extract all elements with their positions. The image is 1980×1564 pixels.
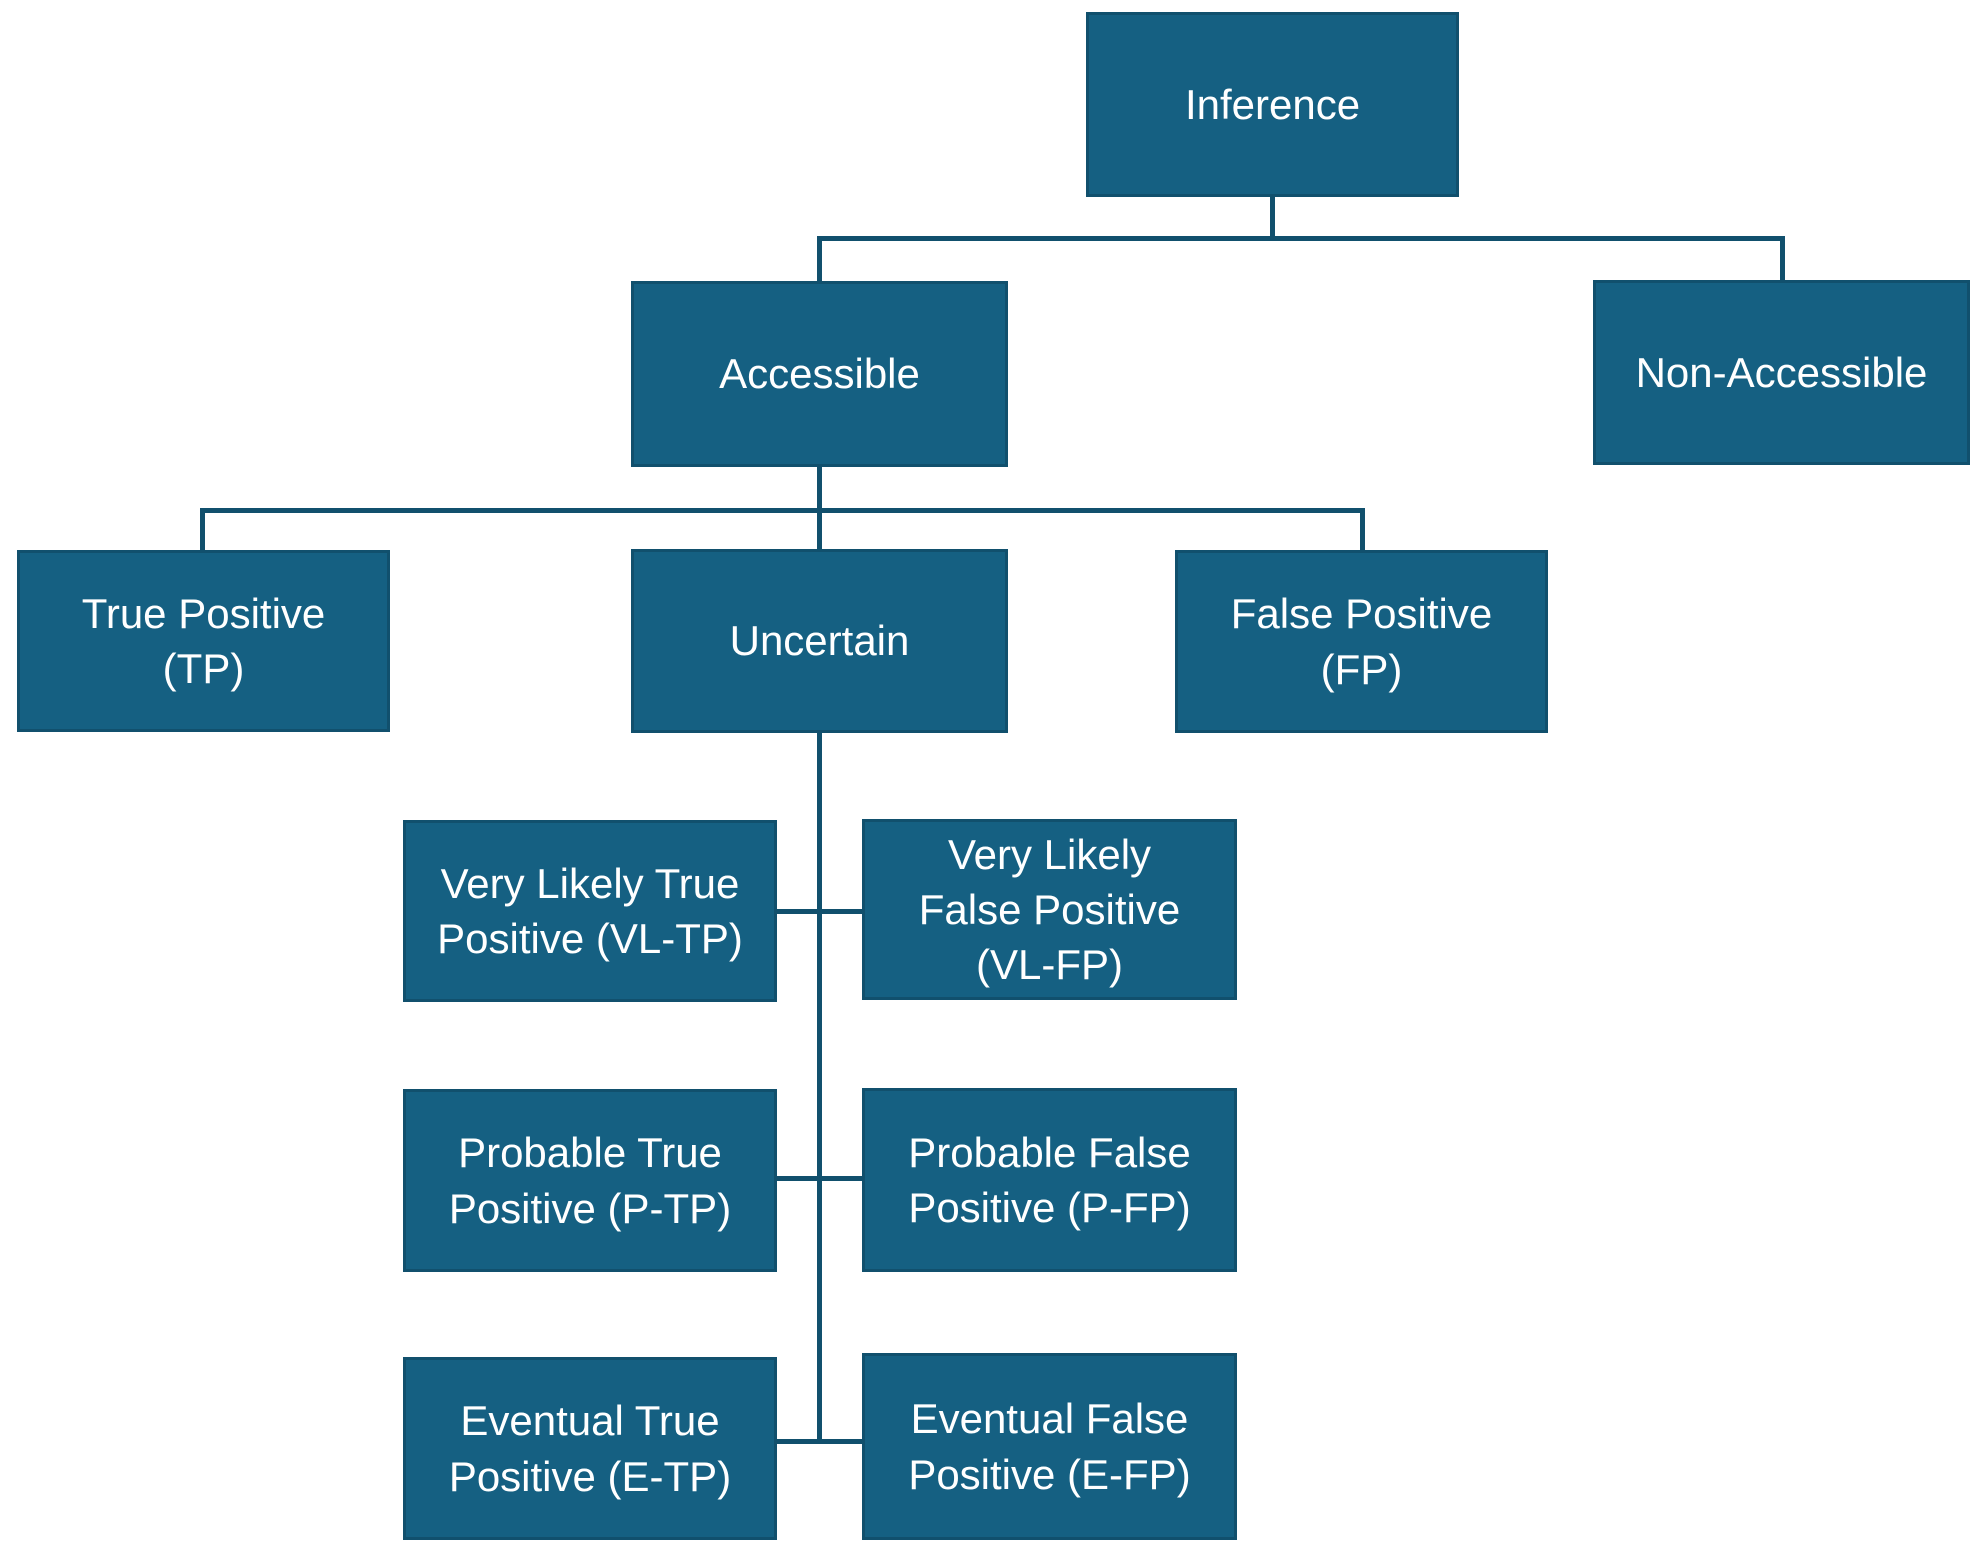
node-false-positive: False Positive (FP) (1175, 550, 1548, 733)
node-true-positive-label: True Positive (TP) (81, 589, 326, 692)
node-non-accessible: Non-Accessible (1593, 280, 1970, 465)
node-e-tp: Eventual True Positive (E-TP) (403, 1357, 777, 1540)
node-accessible: Accessible (631, 281, 1008, 467)
node-accessible-label: Accessible (719, 350, 920, 398)
node-non-accessible-label: Non-Accessible (1635, 348, 1928, 396)
node-inference-label: Inference (1184, 80, 1361, 128)
node-e-fp-label: Eventual False Positive (E-FP) (908, 1395, 1191, 1498)
node-vl-tp-label: Very Likely True Positive (VL-TP) (437, 859, 743, 962)
node-uncertain: Uncertain (631, 549, 1008, 733)
node-vl-fp-label: Very Likely False Positive (VL-FP) (918, 830, 1181, 988)
node-p-fp: Probable False Positive (P-FP) (862, 1088, 1237, 1272)
connector-inference-riser (1270, 197, 1275, 241)
connector-false-positive-drop (1360, 508, 1365, 551)
node-false-positive-label: False Positive (FP) (1230, 590, 1493, 693)
node-p-tp-label: Probable True Positive (P-TP) (448, 1129, 732, 1232)
connector-accessible-drop (817, 236, 822, 282)
connector-non-accessible-drop (1780, 236, 1785, 281)
connector-uncertain-trunk (817, 733, 822, 1444)
node-p-fp-label: Probable False Positive (P-FP) (908, 1128, 1191, 1231)
connector-row3-stub (777, 1439, 863, 1444)
connector-row1-stub (777, 909, 863, 914)
connector-accessible-riser (817, 467, 822, 511)
node-uncertain-label: Uncertain (729, 617, 910, 665)
connector-level1-bar (817, 236, 1785, 241)
connector-row2-stub (777, 1176, 863, 1181)
node-true-positive: True Positive (TP) (17, 550, 390, 732)
node-e-fp: Eventual False Positive (E-FP) (862, 1353, 1237, 1540)
connector-level2-bar (200, 508, 1365, 513)
node-inference: Inference (1086, 12, 1459, 197)
connector-true-positive-drop (200, 508, 205, 551)
node-vl-tp: Very Likely True Positive (VL-TP) (403, 820, 777, 1002)
node-vl-fp: Very Likely False Positive (VL-FP) (862, 819, 1237, 1000)
connector-uncertain-drop (817, 508, 822, 550)
node-e-tp-label: Eventual True Positive (E-TP) (448, 1397, 732, 1500)
node-p-tp: Probable True Positive (P-TP) (403, 1089, 777, 1272)
